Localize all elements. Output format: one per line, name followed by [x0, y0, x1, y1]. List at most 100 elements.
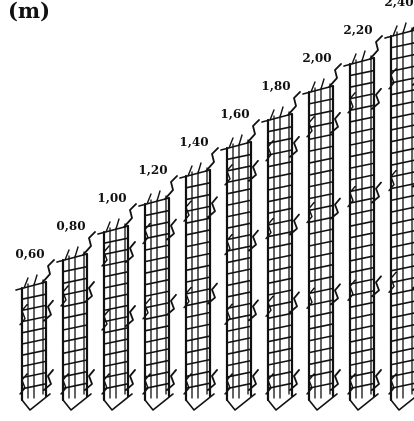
panel-bend	[289, 213, 300, 236]
panel-horizontal-wire	[349, 266, 375, 274]
panel-top-spike	[74, 246, 79, 258]
panel-top-bend	[123, 203, 137, 228]
panel-bend	[347, 279, 356, 301]
panel-top-spike	[392, 25, 398, 37]
panel-horizontal-wire	[62, 265, 88, 273]
panel-top-spike	[115, 218, 120, 230]
panel-top-spike	[351, 53, 357, 65]
panel-horizontal-wire	[144, 232, 170, 240]
panel-bottom-bend	[62, 393, 92, 411]
panel-top-bend	[328, 63, 342, 88]
panel-bend	[265, 295, 274, 317]
panel-horizontal-wire	[226, 279, 252, 287]
panel-bend	[224, 303, 233, 325]
panel-horizontal-wire	[103, 326, 129, 334]
panel-height-label: 1,40	[179, 135, 208, 149]
panel-top-bend	[205, 147, 219, 172]
panel-horizontal-wire	[308, 287, 334, 295]
panel-height-label: 0,80	[56, 219, 85, 233]
panel-horizontal-wire	[62, 277, 88, 285]
panel-bend	[183, 373, 192, 395]
panel-horizontal-wire	[390, 136, 414, 143]
panel-height-label: 2,20	[343, 23, 372, 37]
panel-bend	[289, 291, 300, 314]
panel-height-label: 1,80	[261, 79, 290, 93]
panel-bend	[330, 369, 341, 391]
panel-bend	[19, 303, 28, 326]
panel-horizontal-wire	[390, 77, 414, 84]
panel-horizontal-wire	[349, 301, 375, 309]
fence-panel: 1,40	[179, 135, 219, 411]
panel-horizontal-wire	[349, 231, 375, 239]
panel-horizontal-wire	[390, 347, 414, 354]
panel-horizontal-wire	[267, 265, 293, 273]
panel-top-spike	[33, 274, 38, 286]
panel-horizontal-wire	[144, 301, 170, 309]
panel-bend	[306, 373, 315, 395]
panel-horizontal-wire	[349, 139, 375, 146]
panel-horizontal-wire	[103, 371, 129, 379]
panel-horizontal-wire	[103, 315, 129, 323]
panel-horizontal-wire	[349, 220, 375, 228]
panel-horizontal-wire	[308, 263, 334, 271]
panel-top-spike	[320, 78, 325, 90]
panel-height-label: 0,60	[15, 247, 44, 261]
panel-bottom-bend	[144, 393, 174, 411]
panel-horizontal-wire	[308, 98, 334, 105]
panel-horizontal-wire	[267, 160, 293, 168]
panel-bend	[330, 283, 341, 306]
panel-horizontal-wire	[349, 162, 375, 170]
panel-horizontal-wire	[267, 347, 293, 355]
panel-horizontal-wire	[185, 358, 211, 366]
panel-horizontal-wire	[103, 282, 129, 289]
panel-bottom-bend	[185, 393, 215, 411]
panel-horizontal-wire	[226, 359, 252, 367]
panel-top-spike	[269, 109, 275, 121]
panel-horizontal-wire	[21, 382, 47, 390]
panel-horizontal-wire	[349, 127, 375, 135]
panel-top-spike	[23, 277, 29, 289]
panel-horizontal-wire	[226, 291, 252, 298]
panel-bend	[84, 281, 95, 303]
panel-horizontal-wire	[308, 382, 334, 389]
panel-bend	[289, 369, 300, 391]
panel-horizontal-wire	[144, 267, 170, 274]
panel-top-spike	[156, 190, 161, 202]
fence-panel: 2,20	[343, 23, 383, 411]
panel-horizontal-wire	[308, 145, 334, 153]
unit-label: (m)	[8, 0, 51, 23]
panel-horizontal-wire	[144, 382, 170, 390]
panel-horizontal-wire	[144, 221, 170, 228]
panel-horizontal-wire	[144, 313, 170, 321]
panel-bend	[347, 373, 356, 395]
panel-horizontal-wire	[185, 181, 211, 189]
panel-horizontal-wire	[390, 53, 414, 61]
panel-horizontal-wire	[390, 382, 414, 390]
panel-height-label: 2,00	[302, 51, 331, 65]
panel-bend	[248, 299, 259, 322]
panel-bend	[166, 369, 177, 391]
panel-bend	[101, 373, 110, 395]
panel-horizontal-wire	[226, 382, 252, 390]
panel-horizontal-wire	[308, 311, 334, 318]
panel-height-label: 1,60	[220, 107, 249, 121]
panel-horizontal-wire	[267, 125, 293, 133]
panel-horizontal-wire	[185, 240, 211, 248]
fence-panel: 0,60	[15, 247, 55, 411]
panel-horizontal-wire	[185, 264, 211, 272]
panel-horizontal-wire	[103, 382, 129, 390]
panel-horizontal-wire	[390, 183, 414, 190]
panel-horizontal-wire	[308, 204, 334, 212]
panel-bend	[84, 369, 95, 391]
panel-horizontal-wire	[349, 104, 375, 112]
panel-horizontal-wire	[267, 242, 293, 250]
panel-horizontal-wire	[267, 335, 293, 343]
panel-horizontal-wire	[185, 382, 211, 390]
panel-horizontal-wire	[390, 288, 414, 296]
panel-bend	[330, 111, 341, 134]
panel-horizontal-wire	[308, 169, 334, 176]
panel-top-spike	[228, 137, 234, 149]
panel-bend	[142, 373, 151, 395]
panel-bottom-bend	[349, 393, 379, 411]
